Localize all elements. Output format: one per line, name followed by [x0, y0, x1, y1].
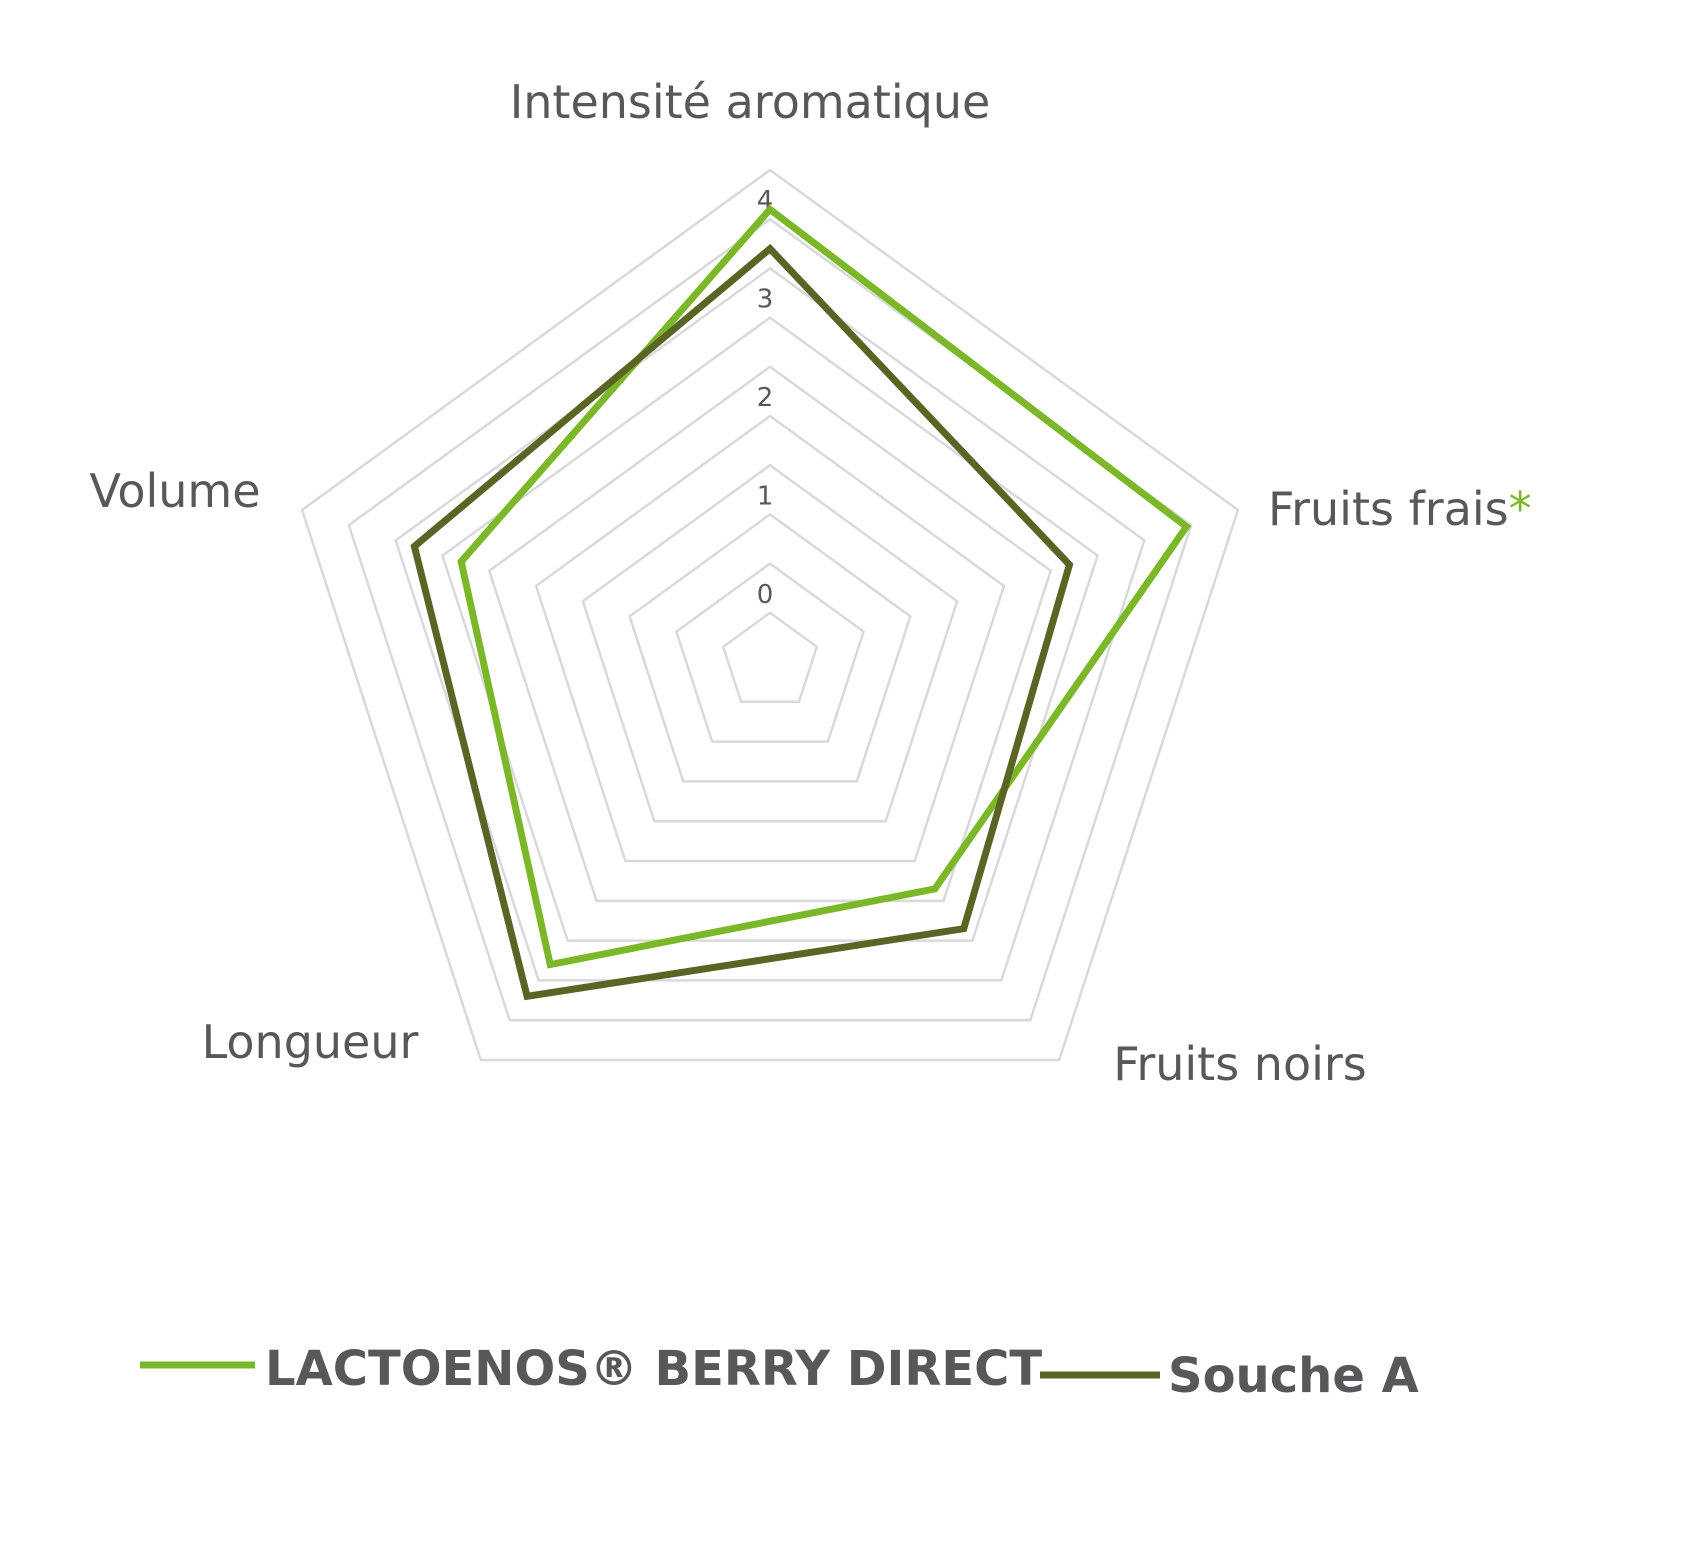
significance-asterisk: * — [1509, 482, 1532, 536]
axis-label-text: Fruits noirs — [1113, 1037, 1367, 1091]
axis-label-text: Longueur — [202, 1015, 419, 1069]
grid-ring — [674, 562, 866, 743]
axis-label: Volume — [89, 464, 260, 518]
legend-label: Souche A — [1168, 1348, 1419, 1404]
tick-label: 0 — [757, 580, 774, 610]
grid-ring — [300, 168, 1240, 1062]
axis-label-text: Volume — [89, 464, 260, 518]
grid-ring — [721, 611, 819, 704]
grid-ring — [394, 266, 1146, 982]
axis-label: Intensité aromatique — [510, 75, 991, 129]
tick-label: 3 — [757, 285, 774, 315]
axis-label: Fruits noirs — [1113, 1037, 1367, 1091]
tick-label: 1 — [757, 481, 774, 511]
legend-label: LACTOENOS® BERRY DIRECT — [265, 1341, 1042, 1397]
grid-ring — [534, 414, 1006, 863]
axis-label-text: Fruits frais — [1268, 482, 1509, 536]
axis-label: Longueur — [202, 1015, 419, 1069]
grid-ring — [487, 365, 1053, 903]
axis-label-text: Intensité aromatique — [510, 75, 991, 129]
axis-label: Fruits frais* — [1268, 482, 1532, 536]
grid-ring — [628, 512, 912, 783]
tick-label: 2 — [757, 383, 774, 413]
series-line-souche-a — [410, 243, 1074, 1001]
series-line-lactoenos — [457, 204, 1192, 969]
grid-ring — [581, 463, 959, 823]
